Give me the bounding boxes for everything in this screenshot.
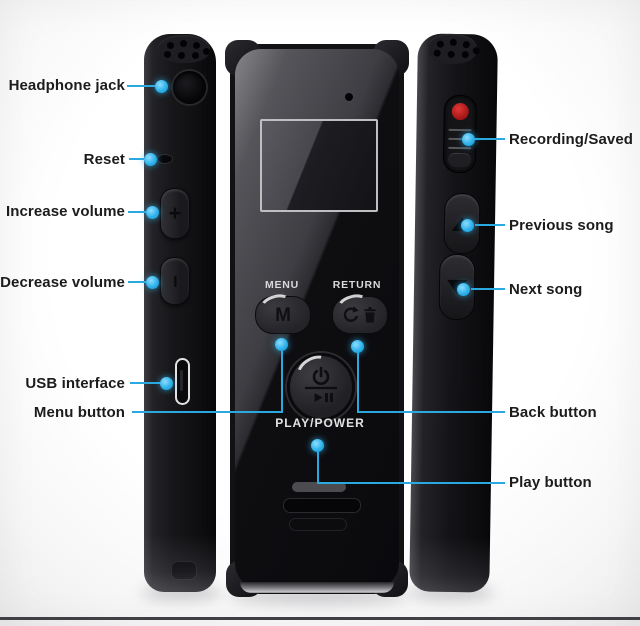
callout-dot: [144, 153, 157, 166]
menu-m-button: M: [255, 290, 311, 334]
callout-label-increase-volume: Increase volume: [5, 203, 125, 220]
callout-dot: [146, 276, 159, 289]
callout-dot: [462, 133, 475, 146]
menu-button-label: MENU: [264, 279, 300, 291]
bottom-border-line: [0, 617, 640, 620]
minus-icon: −: [163, 274, 187, 288]
volume-up-button: +: [160, 188, 190, 239]
plus-icon: +: [168, 202, 182, 225]
right-side-view-device: [409, 33, 498, 593]
lanyard-hole-icon: [172, 562, 196, 579]
callout-line: [357, 348, 359, 413]
callout-label-reset: Reset: [83, 151, 125, 168]
reset-pinhole-icon: [158, 155, 172, 163]
callout-label-usb-interface: USB interface: [25, 375, 125, 392]
callout-line: [128, 211, 148, 213]
callout-dot: [461, 219, 474, 232]
return-trash-icon: [343, 306, 376, 323]
callout-label-previous-song: Previous song: [509, 217, 614, 234]
callout-line: [471, 288, 505, 290]
play-power-button: [287, 349, 355, 421]
callout-line: [127, 85, 157, 87]
speaker-slot: [289, 518, 347, 531]
mic-grille-icon: [158, 35, 210, 63]
slider-ridge: [448, 128, 472, 132]
bottom-metal-rim: [240, 582, 394, 593]
grille-holes-icon: [167, 42, 174, 49]
callout-dot: [311, 439, 324, 452]
callout-label-menu-button: Menu button: [33, 404, 125, 421]
callout-line: [357, 411, 505, 413]
usb-c-port-icon: [175, 358, 190, 405]
play-power-label: PLAY/POWER: [275, 416, 365, 430]
grille-holes-icon: [436, 40, 444, 48]
slider-knob: [447, 152, 472, 168]
display-screen: [260, 119, 378, 212]
usb-port-inner: [180, 370, 183, 391]
callout-line: [317, 447, 319, 484]
callout-line: [281, 346, 283, 413]
record-red-dot-icon: [451, 102, 469, 121]
callout-dot: [146, 206, 159, 219]
slider-ridge: [448, 146, 472, 150]
callout-label-play-button: Play button: [509, 474, 592, 491]
menu-m-glyph: M: [275, 304, 291, 326]
callout-line: [474, 138, 505, 140]
microphone-hole-icon: [345, 93, 353, 101]
callout-label-back-button: Back button: [509, 404, 597, 421]
mic-grille-icon: [427, 33, 477, 65]
front-view-device: MENU RETURN M: [225, 40, 409, 597]
callout-label-recording-saved: Recording/Saved: [509, 131, 634, 148]
callout-dot: [457, 283, 470, 296]
left-side-view-device: + −: [144, 34, 216, 592]
callout-dot: [351, 340, 364, 353]
callout-dot: [160, 377, 173, 390]
callout-line: [132, 411, 283, 413]
headphone-jack-hole-icon: [173, 71, 206, 104]
callout-line: [475, 224, 505, 226]
callout-line: [128, 281, 148, 283]
callout-label-next-song: Next song: [509, 281, 583, 298]
callout-dot: [275, 338, 288, 351]
callout-line: [130, 382, 162, 384]
callout-line: [317, 482, 505, 484]
speaker-slot: [283, 498, 361, 513]
power-play-pause-icon: [305, 366, 337, 402]
callout-line: [129, 158, 146, 160]
volume-down-button: −: [160, 257, 190, 305]
callout-dot: [155, 80, 168, 93]
return-delete-button: [332, 290, 388, 334]
return-button-label: RETURN: [332, 279, 382, 291]
callout-label-headphone-jack: Headphone jack: [8, 77, 125, 94]
speaker-slot: [292, 482, 346, 492]
callout-label-decrease-volume: Decrease volume: [0, 274, 125, 291]
